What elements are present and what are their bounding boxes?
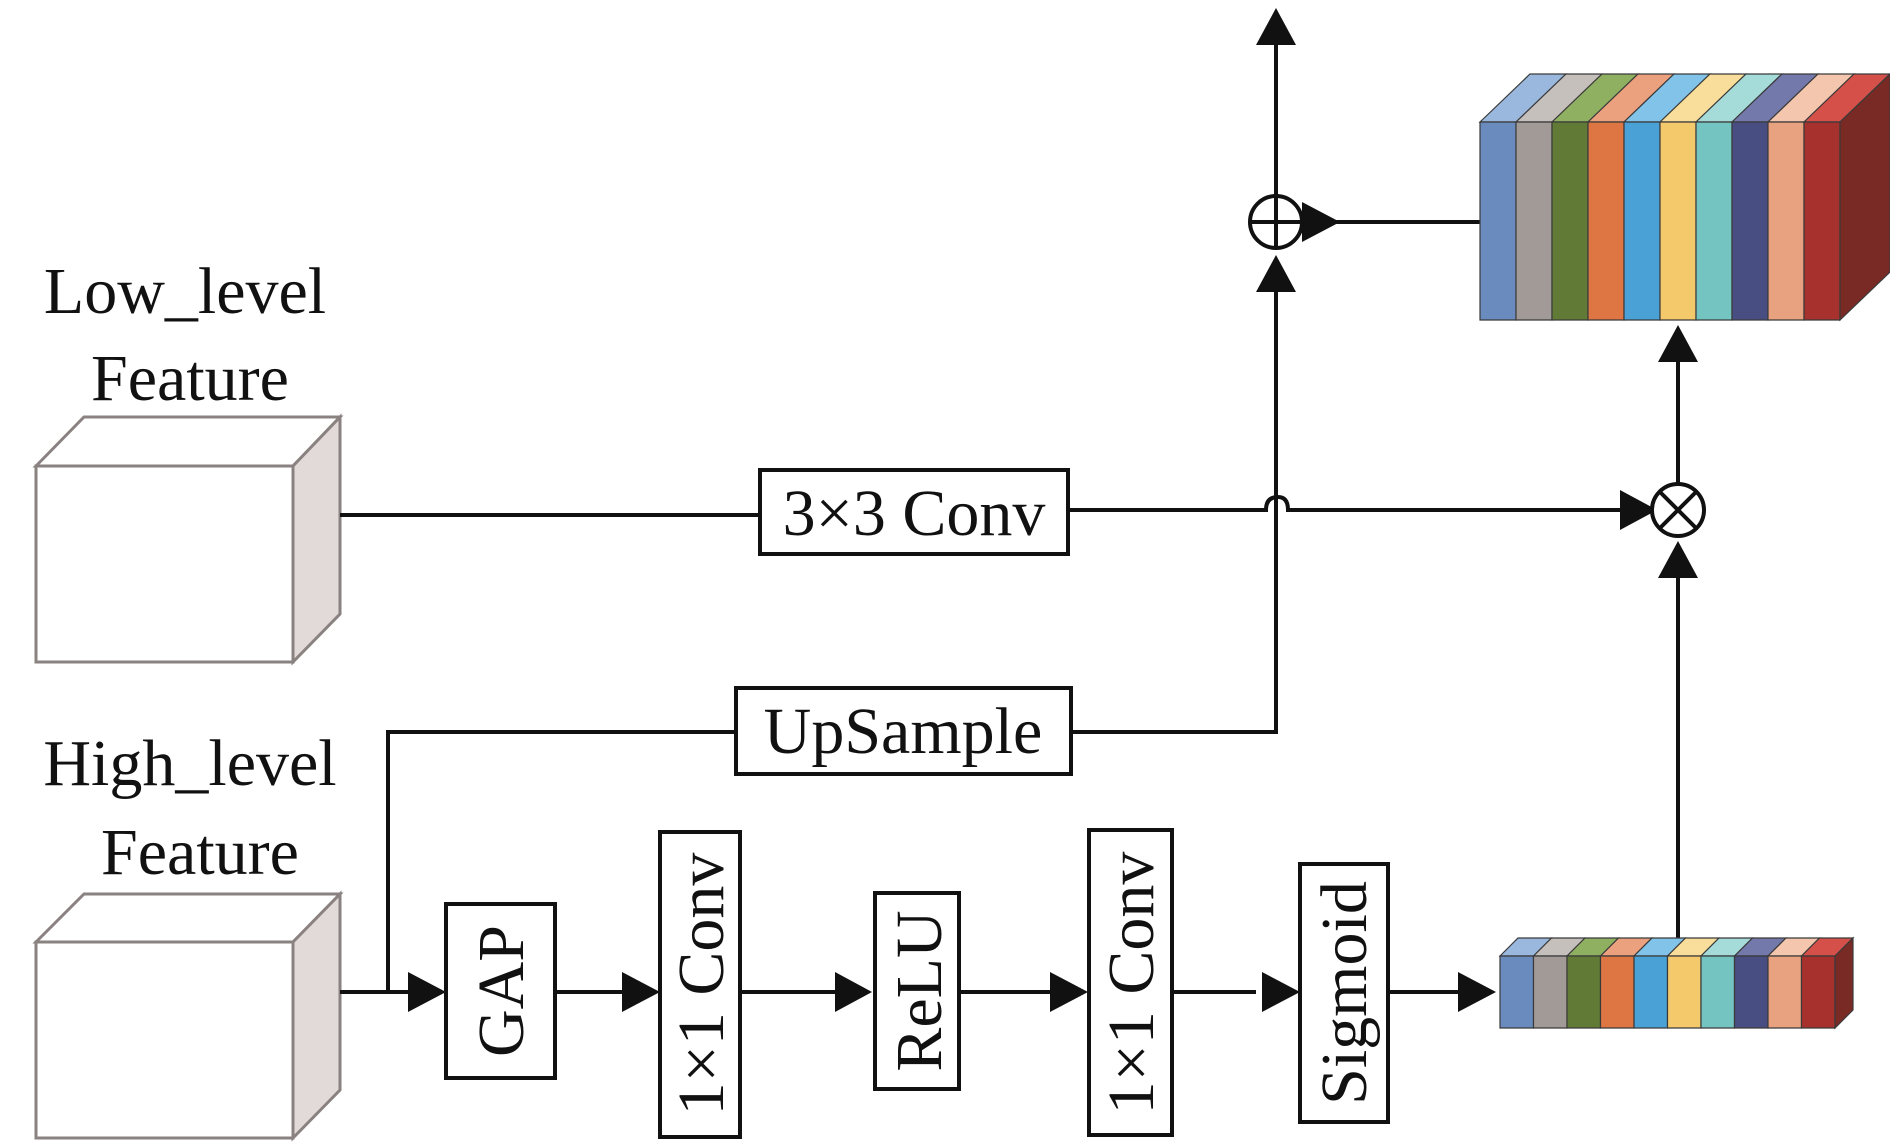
- vector-channel-slice-7: [1700, 955, 1736, 1029]
- conv1x1-label-a: 1×1 Conv: [665, 853, 738, 1116]
- tensor-channel-slice-4: [1587, 121, 1625, 321]
- high-level-feature-cube: [32, 890, 344, 1142]
- conv1x1-block-a: 1×1 Conv: [658, 830, 742, 1139]
- high-level-label-line2: Feature: [101, 816, 299, 889]
- add-operator: [1248, 194, 1304, 250]
- tensor-channel-slice-6: [1659, 121, 1697, 321]
- tensor-channel-slice-10: [1803, 121, 1841, 321]
- multiply-operator: [1650, 482, 1706, 538]
- vector-channel-side: [1834, 936, 1854, 1030]
- vector-channel-slice-2: [1532, 955, 1568, 1029]
- tensor-channel-side: [1839, 73, 1890, 322]
- upsample-block: UpSample: [734, 686, 1073, 776]
- vector-channel-slice-6: [1666, 955, 1702, 1029]
- relu-block: ReLU: [873, 891, 961, 1091]
- vector-channel-slice-9: [1767, 955, 1803, 1029]
- arrowheads: [408, 8, 1698, 1012]
- vector-channel-slice-4: [1599, 955, 1635, 1029]
- conv3x3-label: 3×3 Conv: [783, 477, 1046, 550]
- tensor-channel-slice-7: [1695, 121, 1733, 321]
- conv3x3-block: 3×3 Conv: [758, 468, 1070, 556]
- sigmoid-block: Sigmoid: [1298, 862, 1390, 1124]
- low-level-feature-cube: [32, 413, 344, 666]
- conv1x1-block-b: 1×1 Conv: [1087, 828, 1174, 1137]
- reweighted-feature-tensor: [1478, 73, 1890, 322]
- conv1x1-label-b: 1×1 Conv: [1095, 852, 1168, 1115]
- tensor-channel-slice-2: [1515, 121, 1553, 321]
- vector-channel-slice-5: [1633, 955, 1669, 1029]
- sigmoid-label: Sigmoid: [1308, 881, 1381, 1105]
- vector-channel-slice-8: [1733, 955, 1769, 1029]
- relu-label: ReLU: [883, 910, 956, 1071]
- channel-weight-vector: [1498, 936, 1855, 1030]
- vector-channel-slice-1: [1499, 955, 1535, 1029]
- tensor-channel-slice-1: [1479, 121, 1517, 321]
- tensor-channel-slice-5: [1623, 121, 1661, 321]
- low-level-label-line2: Feature: [91, 342, 289, 415]
- gap-label: GAP: [465, 925, 538, 1057]
- high-level-label-line1: High_level: [43, 727, 336, 800]
- tensor-channel-slice-3: [1551, 121, 1589, 321]
- vector-channel-slice-3: [1566, 955, 1602, 1029]
- gap-block: GAP: [444, 902, 557, 1080]
- tensor-channel-slice-9: [1767, 121, 1805, 321]
- low-level-label-line1: Low_level: [44, 255, 326, 328]
- connection-lines: [340, 45, 1680, 994]
- upsample-label: UpSample: [764, 695, 1043, 768]
- tensor-channel-slice-8: [1731, 121, 1769, 321]
- vector-channel-slice-10: [1800, 955, 1836, 1029]
